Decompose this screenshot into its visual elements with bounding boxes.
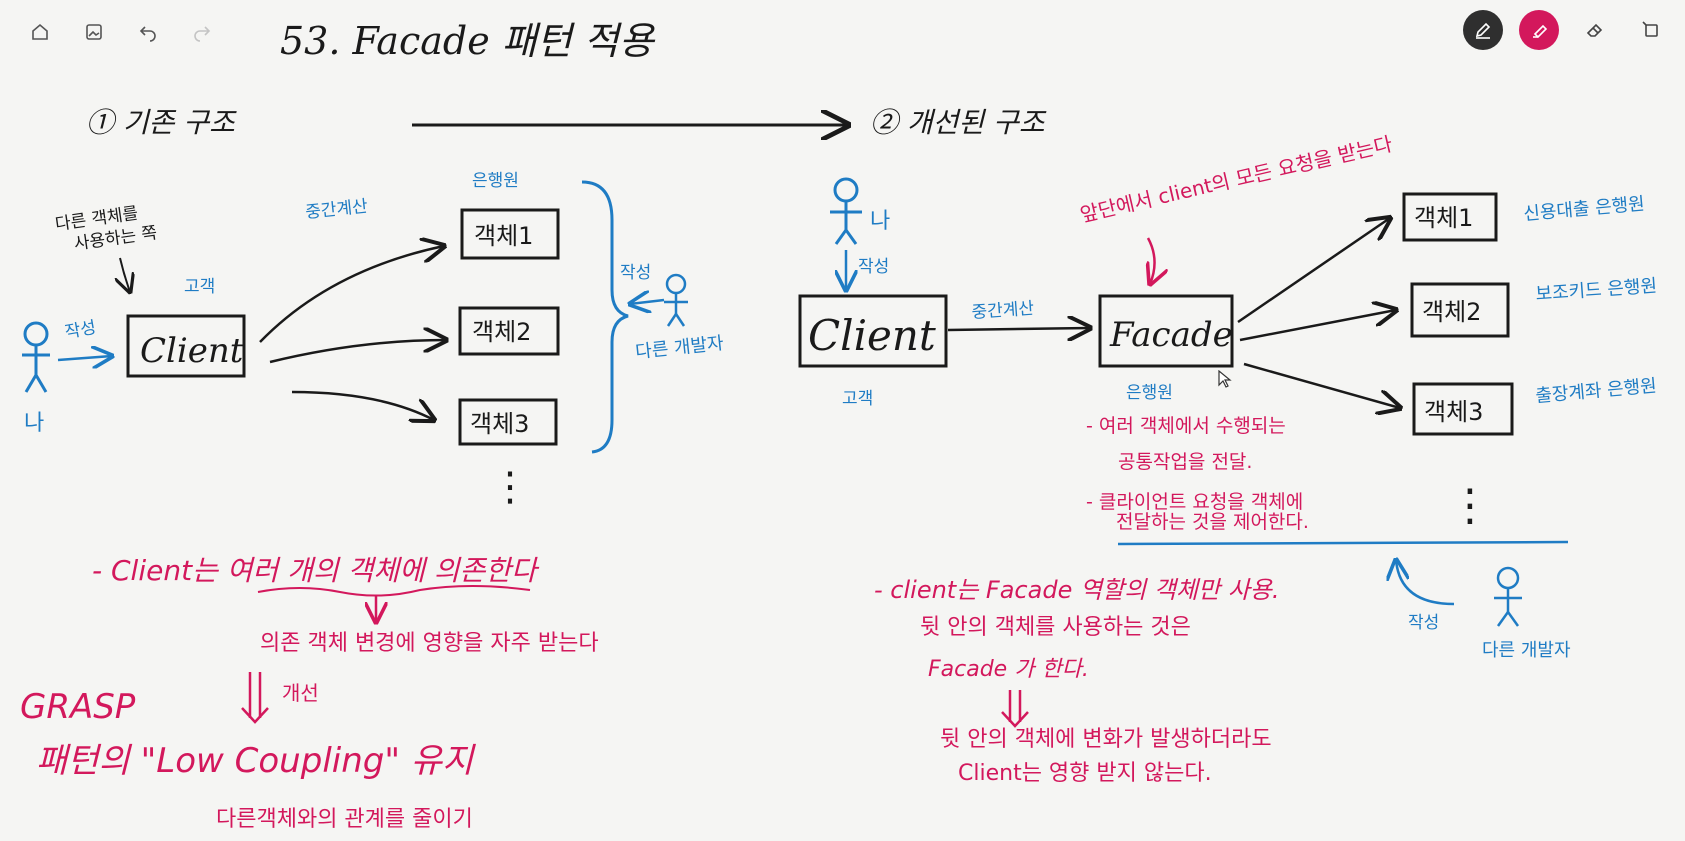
facade-notes-divider [1117,540,1569,546]
improve-double-arrow [241,672,269,724]
highlighter-icon [1533,24,1548,39]
facade-note-1: - 여러 객체에서 수행되는 [1086,415,1286,437]
right-object-label-3: 객체3 [1424,398,1483,426]
reduce-label: 다른객체와의 관계를 줄이기 [216,807,473,832]
improve-label: 개선 [282,681,319,705]
home-icon [32,23,48,40]
toolbar-left [22,16,220,48]
facade-note-3: - 클라이언트 요청을 객체에 [1086,491,1303,513]
home-button[interactable] [22,16,58,48]
result-double-arrow [1001,690,1029,728]
left-arrow-2 [269,340,446,364]
uses-others-label: 다른 객체를 사용하는 쪽 [54,201,158,256]
bottom-right-line4: 뒷 안의 객체에 변화가 발생하더라도 [940,727,1272,752]
bank-label-left: 은행원 [472,171,519,191]
user-icon-left [22,321,50,393]
write-label-left: 작성 [63,318,97,343]
uses-others-arrow [120,257,130,292]
write-label-right: 작성 [858,257,889,277]
customer-label-left: 고객 [184,277,215,297]
pen-icon [1475,22,1491,39]
right-heading: ② 개선된 구조 [870,106,1047,139]
mouse-cursor-icon [1218,370,1232,388]
intermediary-label-left: 중간계산 [304,197,369,223]
write-label-right-2: 작성 [1408,613,1439,633]
left-object-label-3: 객체3 [470,410,529,438]
other-dev-icon-right [1494,566,1522,627]
low-coupling-label: 패턴의 "Low Coupling" 유지 [36,741,476,781]
bottom-right-line5: Client는 영향 받지 않는다. [958,761,1212,786]
pen-tool-button[interactable] [1463,10,1503,50]
right-object-label-2: 객체2 [1422,298,1481,326]
intermediary-label-right: 중간계산 [971,299,1035,323]
undo-button[interactable] [130,16,166,48]
bank-label-right: 은행원 [1126,383,1173,403]
left-brace [581,180,629,454]
highlighter-tool-button[interactable] [1519,10,1559,50]
facade-label: Facade [1109,315,1233,355]
lasso-tool-button[interactable] [1631,10,1671,50]
right-arrow-3 [1243,362,1400,408]
write-arrow-right-2 [1396,560,1455,606]
bottom-left-line2: 의존 객체 변경에 영향을 자주 받는다 [260,631,599,656]
left-object-box-2: 객체2 [458,306,560,356]
customer-label-right: 고객 [842,389,873,409]
right-object-box-3: 객체3 [1412,382,1514,436]
right-object-box-1: 객체1 [1402,192,1498,242]
page-title: 53. Facade 패턴 적용 [280,19,656,63]
other-dev-label-left: 다른 개발자 [634,333,725,363]
facade-notes: - 여러 객체에서 수행되는 공통작업을 전달. - 클라이언트 요청을 객체에… [1086,415,1309,533]
write-arrow-left-2 [630,300,665,304]
toolbar-right [1463,10,1671,50]
grasp-label: GRASP [20,687,136,727]
left-object-box-1: 객체1 [460,208,560,260]
image-button[interactable] [76,16,112,48]
client-label-left: Client [140,331,244,371]
bottom-right-line3: Facade 가 한다. [928,657,1089,682]
client-box-right [798,294,948,368]
facade-note-4: 전달하는 것을 제어한다. [1116,511,1309,533]
write-arrow-left [57,356,112,360]
receives-label: 앞단에서 client의 모든 요청을 받는다 [1078,132,1395,227]
bottom-right-line1: - client는 Facade 역할의 객체만 사용. [874,576,1280,604]
role-label-2: 보조키드 은행원 [1535,276,1658,305]
left-arrow-3 [291,390,434,420]
redo-icon [194,26,211,42]
left-heading: ① 기존 구조 [86,106,237,139]
other-dev-label-right: 다른 개발자 [1482,640,1571,661]
role-label-3: 출장계좌 은행원 [1535,375,1658,407]
user-label-right: 나 [870,209,890,234]
eraser-icon [1586,23,1603,37]
write-label-left-2: 작성 [620,263,651,283]
client-box-left [126,314,246,378]
bottom-left-line1: - Client는 여러 개의 객체에 의존한다 [92,554,540,587]
right-object-label-1: 객체1 [1414,204,1473,232]
redo-button[interactable] [184,16,220,48]
client-to-facade-arrow [947,328,1090,330]
bottom-right-line2: 뒷 안의 객체를 사용하는 것은 [920,615,1191,640]
user-label-left: 나 [24,411,44,436]
left-object-box-3: 객체3 [458,398,558,446]
left-arrow-1 [259,246,444,343]
dependency-underline [257,585,531,597]
user-icon-right [830,177,862,245]
facade-box [1098,294,1234,368]
left-ellipsis: ⋮ [490,464,530,510]
right-object-box-2: 객체2 [1410,282,1510,338]
role-label-1: 신용대출 은행원 [1523,193,1646,225]
lasso-icon [1642,21,1658,37]
eraser-tool-button[interactable] [1575,10,1615,50]
left-object-label-1: 객체1 [474,222,533,250]
right-arrow-1 [1237,218,1390,324]
image-icon [86,24,102,40]
undo-icon [139,26,156,42]
client-label-right: Client [808,311,936,360]
receives-arrow [1148,237,1155,284]
left-object-label-2: 객체2 [472,318,531,346]
facade-note-2: 공통작업을 전달. [1118,451,1252,473]
right-arrow-2 [1239,310,1396,342]
other-dev-icon-left [664,273,688,327]
right-ellipsis: ⋮ [1448,480,1492,531]
